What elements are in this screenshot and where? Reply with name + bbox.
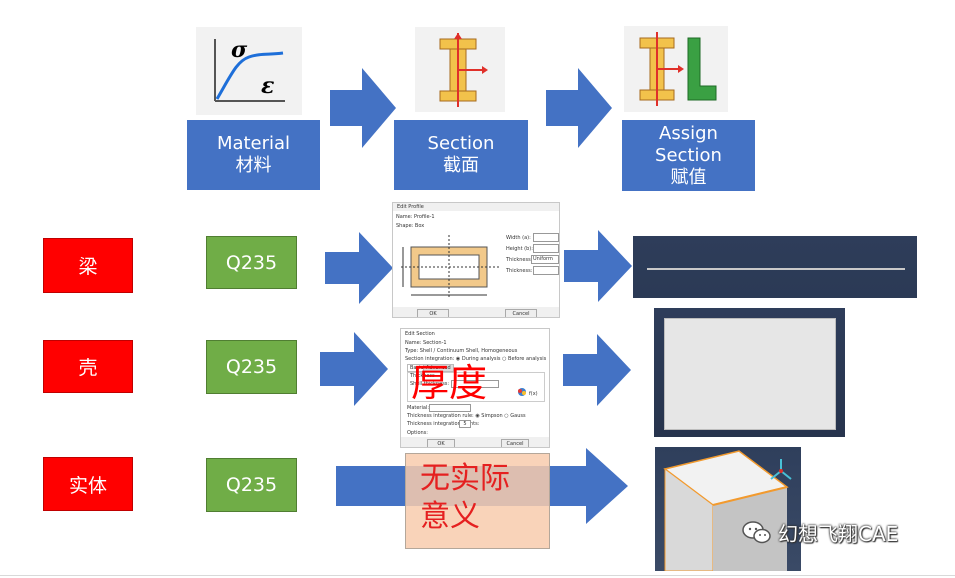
box-profile-sketch bbox=[401, 235, 499, 297]
solid-viewport bbox=[655, 447, 801, 571]
tab-advanced[interactable]: Advanced bbox=[423, 364, 454, 372]
shell-material-box: Q235 bbox=[206, 340, 297, 394]
assign-step-box: Assign Section 赋值 bbox=[622, 120, 755, 191]
thickness-overlay-label: 厚度 bbox=[411, 361, 488, 405]
assign-section-icon bbox=[639, 32, 717, 106]
options-label: Options: bbox=[407, 430, 428, 436]
watermark: 幻想飞翔CAE bbox=[742, 518, 898, 547]
section-icon-tile bbox=[415, 27, 505, 112]
shell-thickness-label: Shell thickness: bbox=[410, 381, 450, 387]
dialog-footer bbox=[393, 307, 559, 317]
material-select[interactable] bbox=[429, 404, 471, 412]
solid-material-box: Q235 bbox=[206, 458, 297, 512]
integration-points-field[interactable]: 5 bbox=[459, 420, 471, 428]
beam-type-box: 梁 bbox=[43, 238, 133, 293]
material-step-label: Material bbox=[216, 133, 291, 154]
dialog-footer bbox=[401, 437, 549, 447]
arrow-right-icon bbox=[563, 334, 631, 406]
ok-button[interactable]: OK bbox=[427, 439, 455, 447]
edit-profile-dialog: Edit Profile Name: Profile-1 Shape: Box … bbox=[392, 202, 560, 318]
dialog-title: Edit Section bbox=[405, 331, 435, 337]
section-name: Name: Section-1 bbox=[405, 340, 447, 346]
material-icon-tile: σ ε bbox=[196, 27, 302, 115]
integration-points-value: 5 bbox=[463, 421, 467, 427]
solid-material-label: Q235 bbox=[225, 474, 278, 496]
section-step-label: Section bbox=[427, 133, 495, 154]
section-type: Type: Shell / Continuum Shell, Homogeneo… bbox=[405, 348, 518, 354]
material-step-label-cn: 材料 bbox=[235, 155, 272, 176]
svg-text:σ: σ bbox=[231, 37, 248, 63]
assign-step-label-2: Section bbox=[655, 144, 722, 166]
ok-button[interactable]: OK bbox=[417, 309, 449, 317]
beam-material-box: Q235 bbox=[206, 236, 297, 289]
shell-material-label: Q235 bbox=[225, 356, 278, 378]
arrow-right-icon bbox=[325, 232, 393, 304]
height-label: Height (b): bbox=[506, 246, 533, 252]
cancel-button[interactable]: Cancel bbox=[501, 439, 529, 447]
width-field[interactable] bbox=[533, 233, 559, 242]
beam-viewport bbox=[633, 236, 917, 298]
material-step-box: Material 材料 bbox=[187, 120, 320, 190]
fx-button[interactable]: f(x) bbox=[529, 391, 538, 397]
arrow-right-icon bbox=[546, 68, 612, 148]
thickness-group bbox=[407, 372, 545, 402]
shell-type-label: 壳 bbox=[78, 357, 98, 379]
assign-step-label: Assign bbox=[659, 122, 718, 144]
edit-section-dialog: Edit Section Name: Section-1 Type: Shell… bbox=[400, 328, 550, 448]
shell-plate bbox=[664, 318, 836, 430]
bottom-divider bbox=[0, 575, 955, 576]
note-line-1: 无实际 bbox=[420, 461, 510, 496]
assign-icon-tile bbox=[624, 26, 728, 112]
assign-step-label-cn: 赋值 bbox=[670, 166, 707, 188]
profile-shape: Shape: Box bbox=[396, 223, 425, 229]
integration-rule: Thickness integration rule: ◉ Simpson ○ … bbox=[407, 413, 526, 419]
svg-text:ε: ε bbox=[261, 73, 274, 99]
dialog-titlebar: Edit Profile bbox=[393, 203, 559, 211]
shell-viewport bbox=[654, 308, 845, 437]
solid-type-box: 实体 bbox=[43, 457, 133, 511]
thickness-field[interactable] bbox=[533, 266, 559, 275]
integration-points-label: Thickness integration points: bbox=[407, 421, 480, 427]
beam-line bbox=[647, 268, 905, 270]
arrow-right-icon bbox=[330, 68, 396, 148]
height-field[interactable] bbox=[533, 244, 559, 253]
shell-thickness-field[interactable] bbox=[451, 380, 499, 388]
width-label: Width (a): bbox=[506, 235, 531, 241]
shell-type-box: 壳 bbox=[43, 340, 133, 393]
beam-material-label: Q235 bbox=[225, 251, 278, 274]
thickness-group-label: Thickness bbox=[410, 373, 435, 379]
profile-name: Name: Profile-1 bbox=[396, 214, 435, 220]
no-meaning-note: 无实际 意义 bbox=[405, 453, 550, 549]
beam-section-icon bbox=[439, 32, 488, 107]
arrow-right-icon bbox=[564, 230, 632, 302]
arrow-right-icon bbox=[320, 332, 388, 406]
solid-type-label: 实体 bbox=[68, 474, 107, 497]
watermark-text: 幻想飞翔CAE bbox=[778, 522, 899, 546]
function-icon[interactable] bbox=[517, 387, 527, 397]
beam-type-label: 梁 bbox=[78, 256, 98, 278]
axis-triad-icon bbox=[770, 459, 792, 480]
thickness-label: Thickness: bbox=[506, 268, 533, 274]
section-integration: Section integration: ◉ During analysis ○… bbox=[405, 356, 547, 362]
material-label: Material: bbox=[407, 405, 429, 411]
wechat-icon bbox=[742, 520, 771, 543]
cancel-button[interactable]: Cancel bbox=[505, 309, 537, 317]
thickness-mode-select[interactable]: Uniform bbox=[531, 255, 559, 264]
section-step-label-cn: 截面 bbox=[443, 155, 479, 176]
section-step-box: Section 截面 bbox=[394, 120, 528, 190]
dialog-title: Edit Profile bbox=[397, 204, 424, 210]
note-line-2: 意义 bbox=[420, 499, 480, 534]
thickness-mode-value: Uniform bbox=[533, 256, 553, 262]
stress-strain-icon: σ ε bbox=[214, 37, 285, 102]
thickness-mode-label: Thickness: bbox=[506, 257, 533, 263]
